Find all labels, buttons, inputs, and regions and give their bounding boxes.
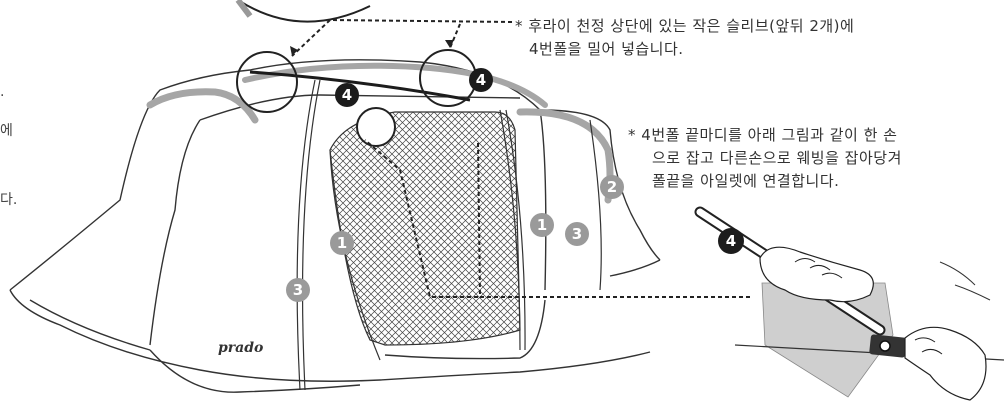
tent-body — [9, 59, 661, 393]
right-hand-fingers — [914, 337, 943, 355]
brand-logo: prado — [218, 340, 263, 356]
right-instruction: * 4번폴 끝마디를 아래 그림과 같이 한 손 으로 잡고 다른손으로 웨빙을… — [628, 124, 902, 193]
right-instruction-line2: 으로 잡고 다른손으로 웨빙을 잡아당겨 — [652, 149, 902, 167]
pole-badge-1a: 1 — [330, 231, 354, 255]
pole-badge-4a: 4 — [335, 83, 359, 107]
mesh-door — [329, 111, 521, 346]
hand-detail-illustration: 4 — [694, 206, 1004, 401]
pole-badge-1a-label: 1 — [337, 234, 347, 252]
thin-poles — [296, 79, 602, 391]
left-hand-fingers — [794, 258, 843, 279]
tent-edge-detail — [939, 261, 991, 301]
right-instruction-line3: 폴끝을 아일렛에 연결합니다. — [652, 172, 840, 190]
magnified-view-circle — [237, 0, 371, 23]
left-fragment-1: . — [0, 84, 5, 100]
pole-4-arch — [249, 70, 471, 102]
pole-badge-2-label: 2 — [607, 178, 617, 196]
top-instruction-line2: 4번폴을 밀어 넣습니다. — [529, 40, 684, 58]
pole-badge-3a-label: 3 — [572, 225, 582, 243]
pole-badge-3b: 3 — [286, 278, 310, 302]
pole-badge-3a: 3 — [565, 222, 589, 246]
pole-badge-4b-label: 4 — [476, 71, 486, 89]
pole-badge-1b-label: 1 — [537, 216, 547, 234]
top-instruction-star: * — [515, 17, 523, 35]
pole-badge-2: 2 — [600, 175, 624, 199]
left-hand — [759, 246, 874, 303]
arrow-head-left — [290, 46, 298, 56]
magnified-pole — [235, 0, 253, 18]
pole-badge-4a-label: 4 — [342, 86, 352, 104]
eyelet-ring — [879, 340, 891, 352]
left-fragment-3: 다. — [0, 192, 18, 208]
left-fragment-2: 에 — [0, 123, 13, 139]
pole-badge-4c: 4 — [726, 232, 736, 250]
right-hand — [904, 326, 987, 401]
right-instruction-star: * — [628, 126, 636, 144]
eyelet-circle — [356, 107, 396, 147]
arrow-head-right — [445, 40, 454, 48]
pole-badge-4b: 4 — [469, 68, 493, 92]
pole-badge-3b-label: 3 — [293, 281, 303, 299]
detail-circle-left — [236, 51, 298, 113]
pole-badge-1b: 1 — [530, 213, 554, 237]
top-instruction: * 후라이 천정 상단에 있는 작은 슬리브(앞뒤 2개)에 4번폴을 밀어 넣… — [515, 15, 854, 61]
top-instruction-line1: 후라이 천정 상단에 있는 작은 슬리브(앞뒤 2개)에 — [528, 17, 855, 35]
right-instruction-line1: 4번폴 끝마디를 아래 그림과 같이 한 손 — [641, 126, 898, 144]
